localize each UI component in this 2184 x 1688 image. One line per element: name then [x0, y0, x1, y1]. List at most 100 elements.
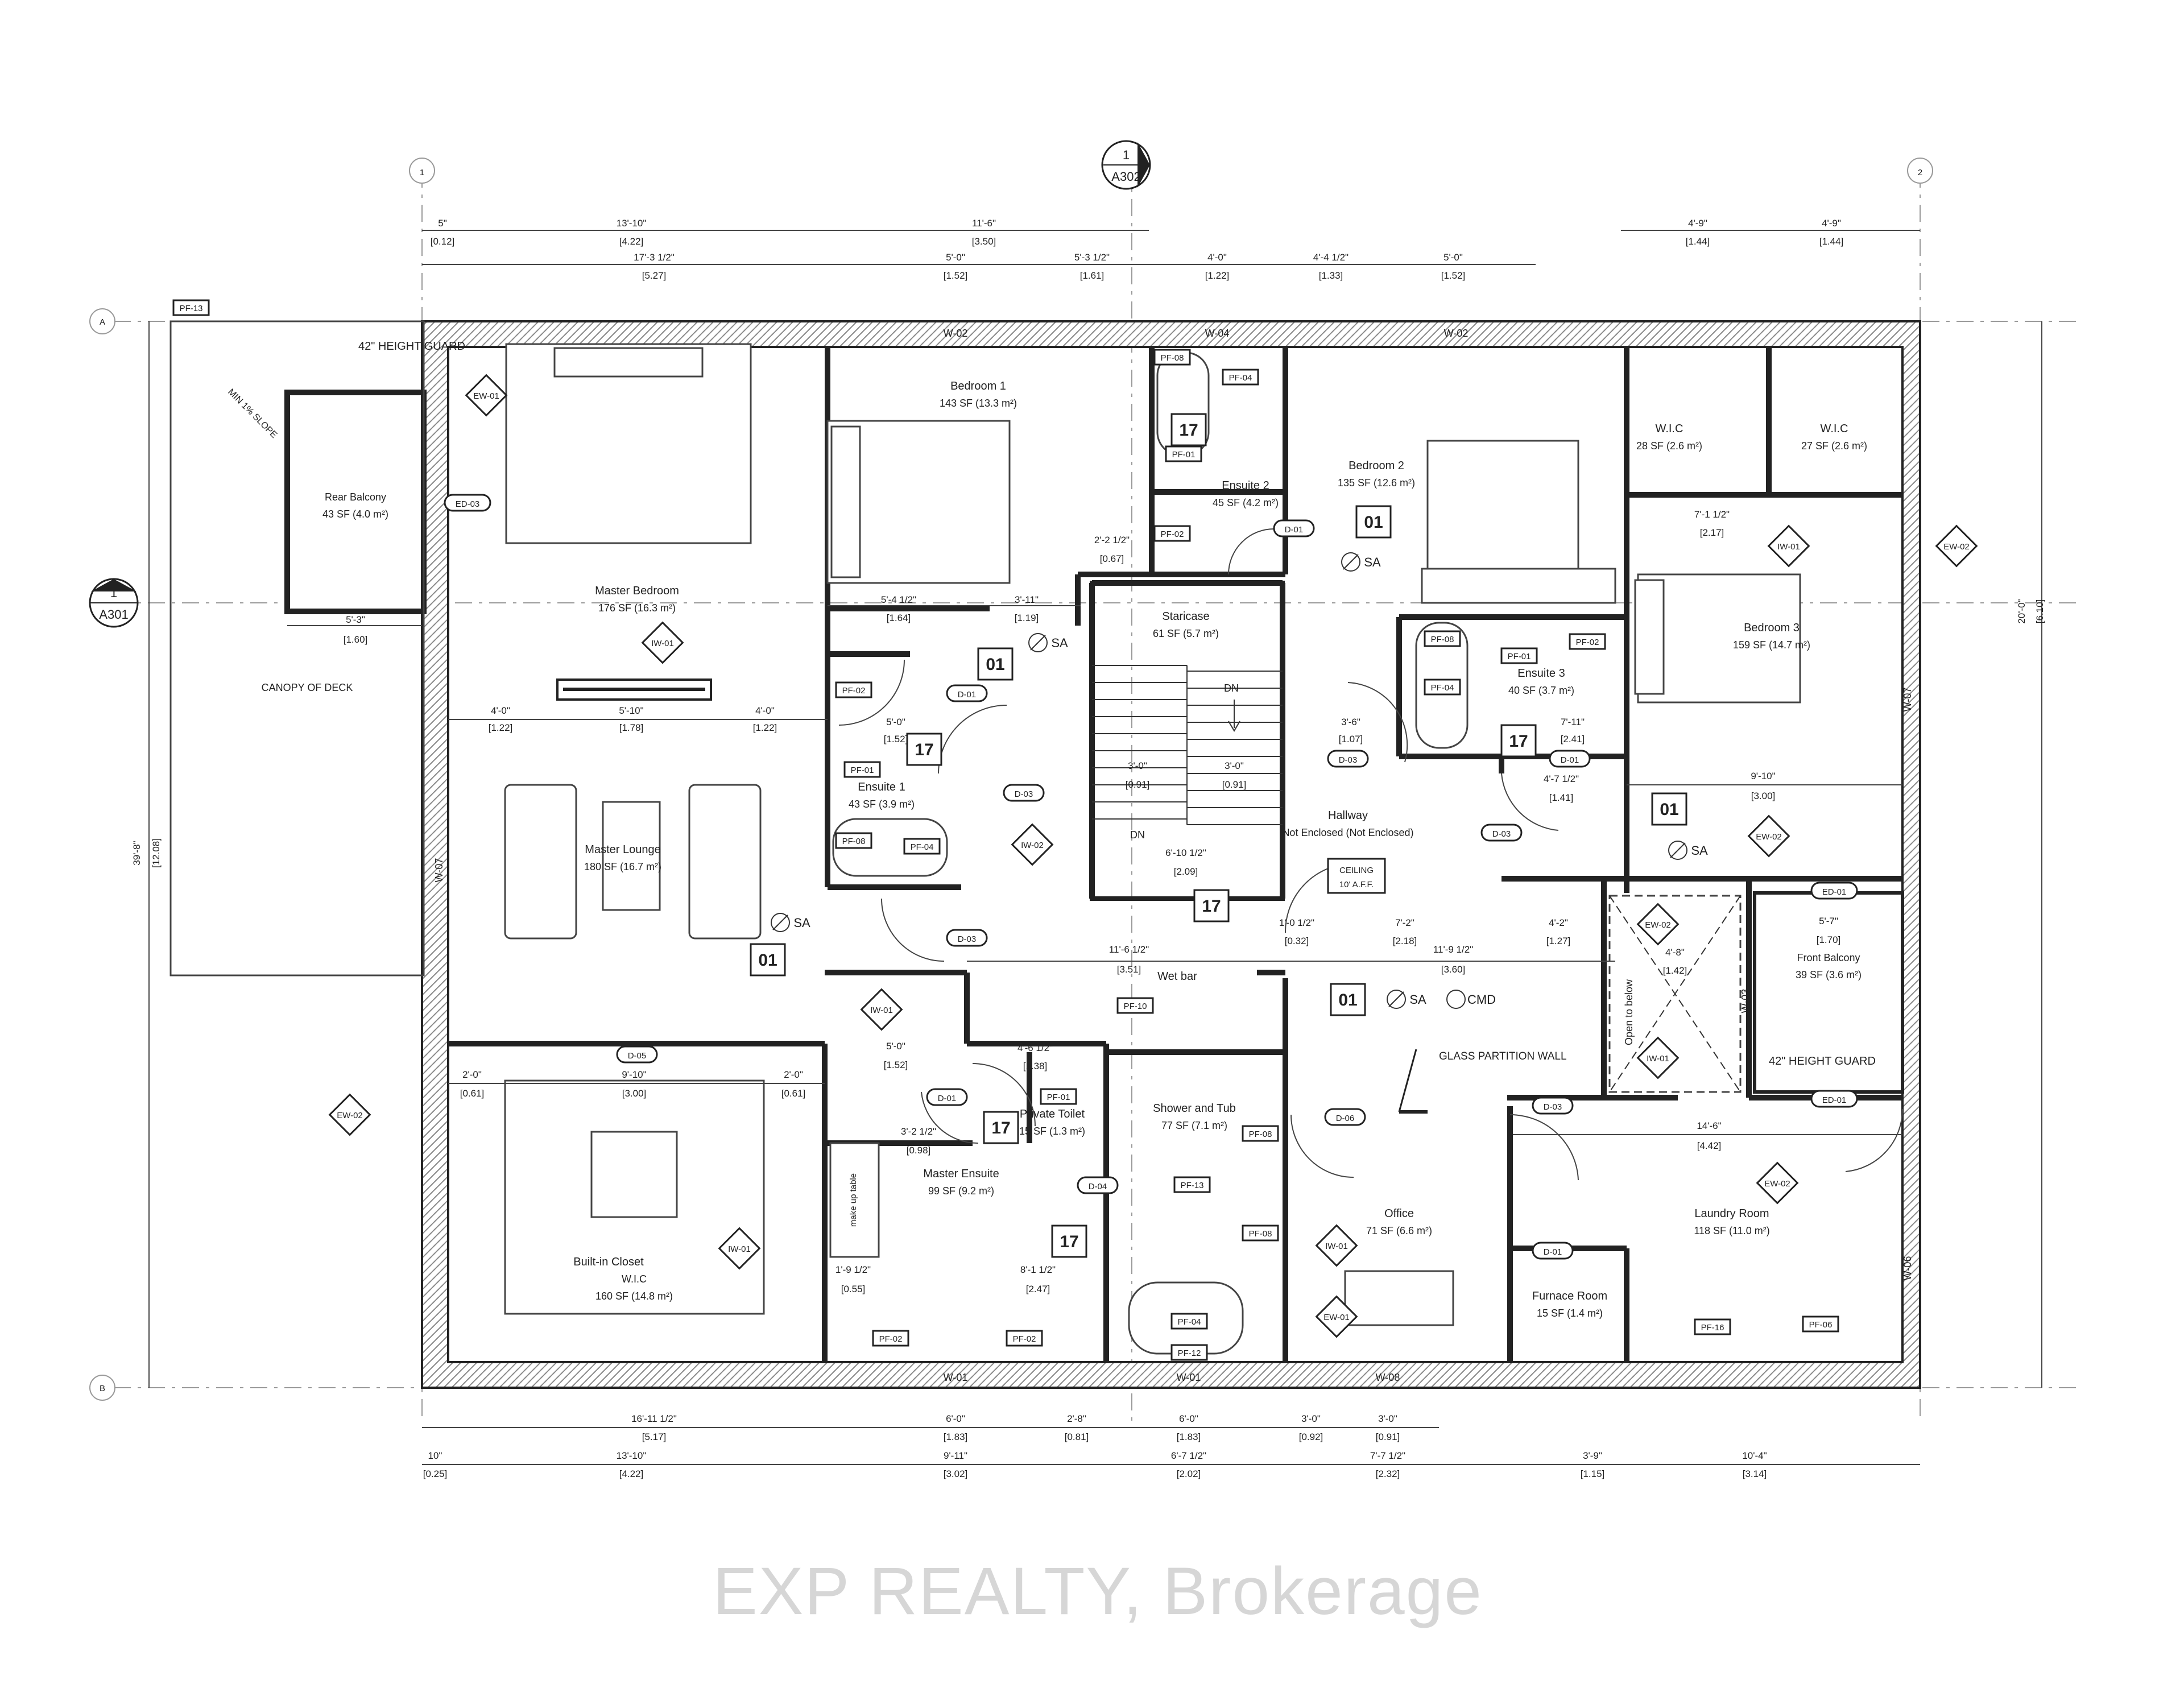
svg-text:D-06: D-06	[1336, 1114, 1355, 1123]
svg-text:[1.41]: [1.41]	[1549, 792, 1574, 803]
svg-text:13'-10": 13'-10"	[617, 218, 647, 229]
svg-text:4'-9": 4'-9"	[1822, 218, 1841, 229]
svg-text:PF-12: PF-12	[1178, 1348, 1201, 1358]
svg-text:43 SF (4.0 m²): 43 SF (4.0 m²)	[322, 508, 388, 520]
svg-text:9'-11": 9'-11"	[944, 1450, 967, 1461]
svg-text:2'-2 1/2": 2'-2 1/2"	[1094, 535, 1130, 545]
svg-text:01: 01	[986, 655, 1004, 674]
svg-text:PF-01: PF-01	[1047, 1093, 1070, 1102]
svg-text:[1.70]: [1.70]	[1817, 934, 1841, 945]
canopy-of-deck: CANOPY OF DECK	[169, 320, 425, 977]
interior-dimensions: 5'-3" [1.60] 4'-0" [1.22] 5'-10" [1.78] …	[287, 509, 1902, 1294]
svg-text:[1.33]: [1.33]	[1319, 270, 1343, 281]
room-labels: Master Bedroom 176 SF (16.3 m²) Bedroom …	[573, 380, 1867, 1319]
bedroom1-bed	[826, 420, 1011, 584]
room-master-ensuite: Master Ensuite	[923, 1168, 999, 1180]
svg-text:PF-01: PF-01	[851, 766, 874, 775]
svg-text:[0.81]: [0.81]	[1065, 1432, 1089, 1442]
svg-text:W-08: W-08	[1376, 1372, 1400, 1383]
wet-bar-label: Wet bar	[1157, 970, 1197, 983]
svg-text:[3.00]: [3.00]	[622, 1088, 647, 1099]
svg-text:IW-01: IW-01	[1647, 1054, 1669, 1064]
tag-01-bedroom2: 01	[1355, 505, 1392, 539]
grid-bubble-2: 2	[1907, 158, 1933, 184]
svg-text:[1.07]: [1.07]	[1339, 734, 1363, 744]
svg-text:[12.08]: [12.08]	[151, 838, 162, 868]
svg-text:[0.91]: [0.91]	[1222, 779, 1247, 790]
dimension-bottom-row-1: 16'-11 1/2" [5.17] 6'-0" [1.83] 2'-8" [0…	[422, 1413, 1439, 1442]
watermark-brokerage: EXP REALTY, Brokerage	[713, 1554, 1483, 1629]
svg-text:[2.09]: [2.09]	[1174, 866, 1198, 877]
svg-text:[1.78]: [1.78]	[619, 722, 644, 733]
svg-text:W-03: W-03	[1740, 989, 1751, 1013]
svg-text:01: 01	[1338, 991, 1357, 1010]
svg-text:9'-10": 9'-10"	[622, 1069, 646, 1080]
svg-text:EW-01: EW-01	[1323, 1313, 1350, 1322]
svg-text:5'-0": 5'-0"	[886, 717, 905, 727]
svg-text:[0.98]: [0.98]	[907, 1145, 931, 1156]
svg-text:[1.60]: [1.60]	[344, 634, 368, 645]
svg-text:20'-0": 20'-0"	[2016, 599, 2027, 623]
svg-text:[1.38]: [1.38]	[1023, 1061, 1048, 1071]
svg-text:[0.61]: [0.61]	[460, 1088, 485, 1099]
svg-text:[5.27]: [5.27]	[642, 270, 667, 281]
svg-text:61 SF (5.7 m²): 61 SF (5.7 m²)	[1153, 628, 1219, 639]
svg-text:15 SF (1.3 m²): 15 SF (1.3 m²)	[1019, 1126, 1085, 1137]
svg-text:[2.02]: [2.02]	[1177, 1468, 1201, 1479]
svg-text:[2.47]: [2.47]	[1026, 1284, 1050, 1294]
svg-text:Front Balcony: Front Balcony	[1797, 952, 1860, 963]
svg-text:4'-7 1/2": 4'-7 1/2"	[1544, 773, 1579, 784]
svg-text:17: 17	[1060, 1232, 1078, 1251]
fixture-tags: PF-13 PF-08 PF-04 PF-01 PF-02 PF-02 PF-0…	[172, 299, 1839, 1361]
svg-text:[1.64]: [1.64]	[887, 613, 911, 623]
svg-text:10'-4": 10'-4"	[1742, 1450, 1767, 1461]
stair-dn-label-1: DN	[1224, 682, 1239, 694]
door-swings	[838, 528, 1904, 1181]
svg-text:5'-0": 5'-0"	[946, 252, 965, 263]
svg-text:PF-08: PF-08	[1249, 1130, 1272, 1139]
master-lounge-furniture	[504, 678, 762, 940]
svg-text:27 SF (2.6 m²): 27 SF (2.6 m²)	[1801, 440, 1867, 452]
svg-text:4'-8": 4'-8"	[1665, 947, 1685, 958]
svg-text:make up table: make up table	[849, 1173, 858, 1227]
svg-text:9'-10": 9'-10"	[1751, 771, 1775, 781]
svg-text:1: 1	[1123, 148, 1130, 162]
room-staircase: Staricase	[1162, 610, 1209, 623]
svg-text:SA: SA	[1051, 636, 1068, 650]
svg-text:W-06: W-06	[1902, 1256, 1913, 1281]
svg-text:28 SF (2.6 m²): 28 SF (2.6 m²)	[1636, 440, 1702, 452]
svg-text:PF-13: PF-13	[180, 304, 203, 313]
svg-text:7'-11": 7'-11"	[1561, 717, 1585, 727]
svg-text:[4.22]: [4.22]	[619, 236, 644, 247]
svg-text:D-04: D-04	[1089, 1182, 1107, 1191]
svg-text:ED-01: ED-01	[1822, 1095, 1847, 1105]
svg-text:3'-0": 3'-0"	[1378, 1413, 1397, 1424]
svg-text:4'-0": 4'-0"	[491, 705, 510, 716]
svg-text:7'-2": 7'-2"	[1395, 917, 1414, 928]
smoke-alarm-symbols: SA SA SA SA SA CMD	[771, 552, 1708, 1009]
room-office: Office	[1384, 1207, 1414, 1220]
svg-text:PF-01: PF-01	[1172, 450, 1196, 460]
svg-text:01: 01	[1660, 800, 1678, 819]
svg-text:[1.52]: [1.52]	[1441, 270, 1466, 281]
svg-text:01: 01	[758, 951, 777, 970]
svg-text:[1.52]: [1.52]	[884, 734, 908, 744]
svg-text:71 SF (6.6 m²): 71 SF (6.6 m²)	[1366, 1225, 1432, 1236]
svg-text:17: 17	[991, 1119, 1010, 1137]
svg-text:CANOPY OF DECK: CANOPY OF DECK	[262, 682, 353, 693]
svg-text:[1.83]: [1.83]	[1177, 1432, 1201, 1442]
svg-text:SA: SA	[1691, 843, 1708, 858]
svg-text:5'-4 1/2": 5'-4 1/2"	[881, 594, 916, 605]
svg-text:10' A.F.F.: 10' A.F.F.	[1339, 880, 1374, 889]
svg-text:CEILING: CEILING	[1339, 866, 1374, 875]
svg-text:PF-08: PF-08	[1161, 353, 1184, 363]
svg-text:3'-0": 3'-0"	[1128, 760, 1147, 771]
room-private-toilet: Private Toilet	[1020, 1108, 1085, 1120]
svg-text:D-03: D-03	[1544, 1102, 1562, 1112]
tag-17-ensuite1: 17	[906, 733, 942, 766]
svg-text:[1.61]: [1.61]	[1080, 270, 1105, 281]
svg-text:IW-01: IW-01	[651, 639, 674, 648]
svg-text:[0.55]: [0.55]	[841, 1284, 866, 1294]
svg-text:4'-6 1/2": 4'-6 1/2"	[1017, 1042, 1053, 1053]
svg-text:PF-04: PF-04	[1431, 683, 1454, 693]
